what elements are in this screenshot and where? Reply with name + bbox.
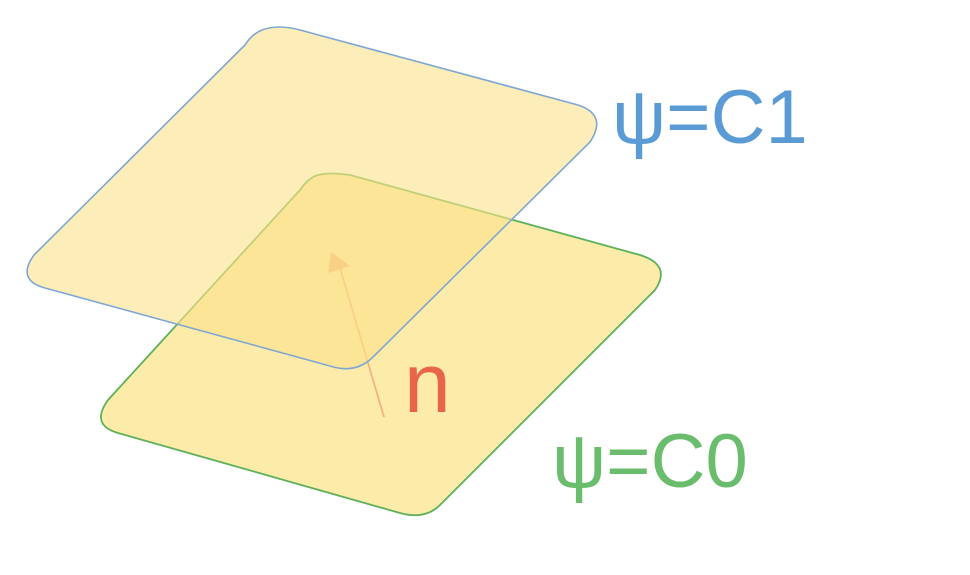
lower-surface-label: ψ=C0 (552, 419, 748, 504)
upper-level-surface (26, 26, 598, 370)
upper-surface-label: ψ=C1 (612, 75, 808, 160)
normal-vector-label: n (404, 336, 451, 430)
